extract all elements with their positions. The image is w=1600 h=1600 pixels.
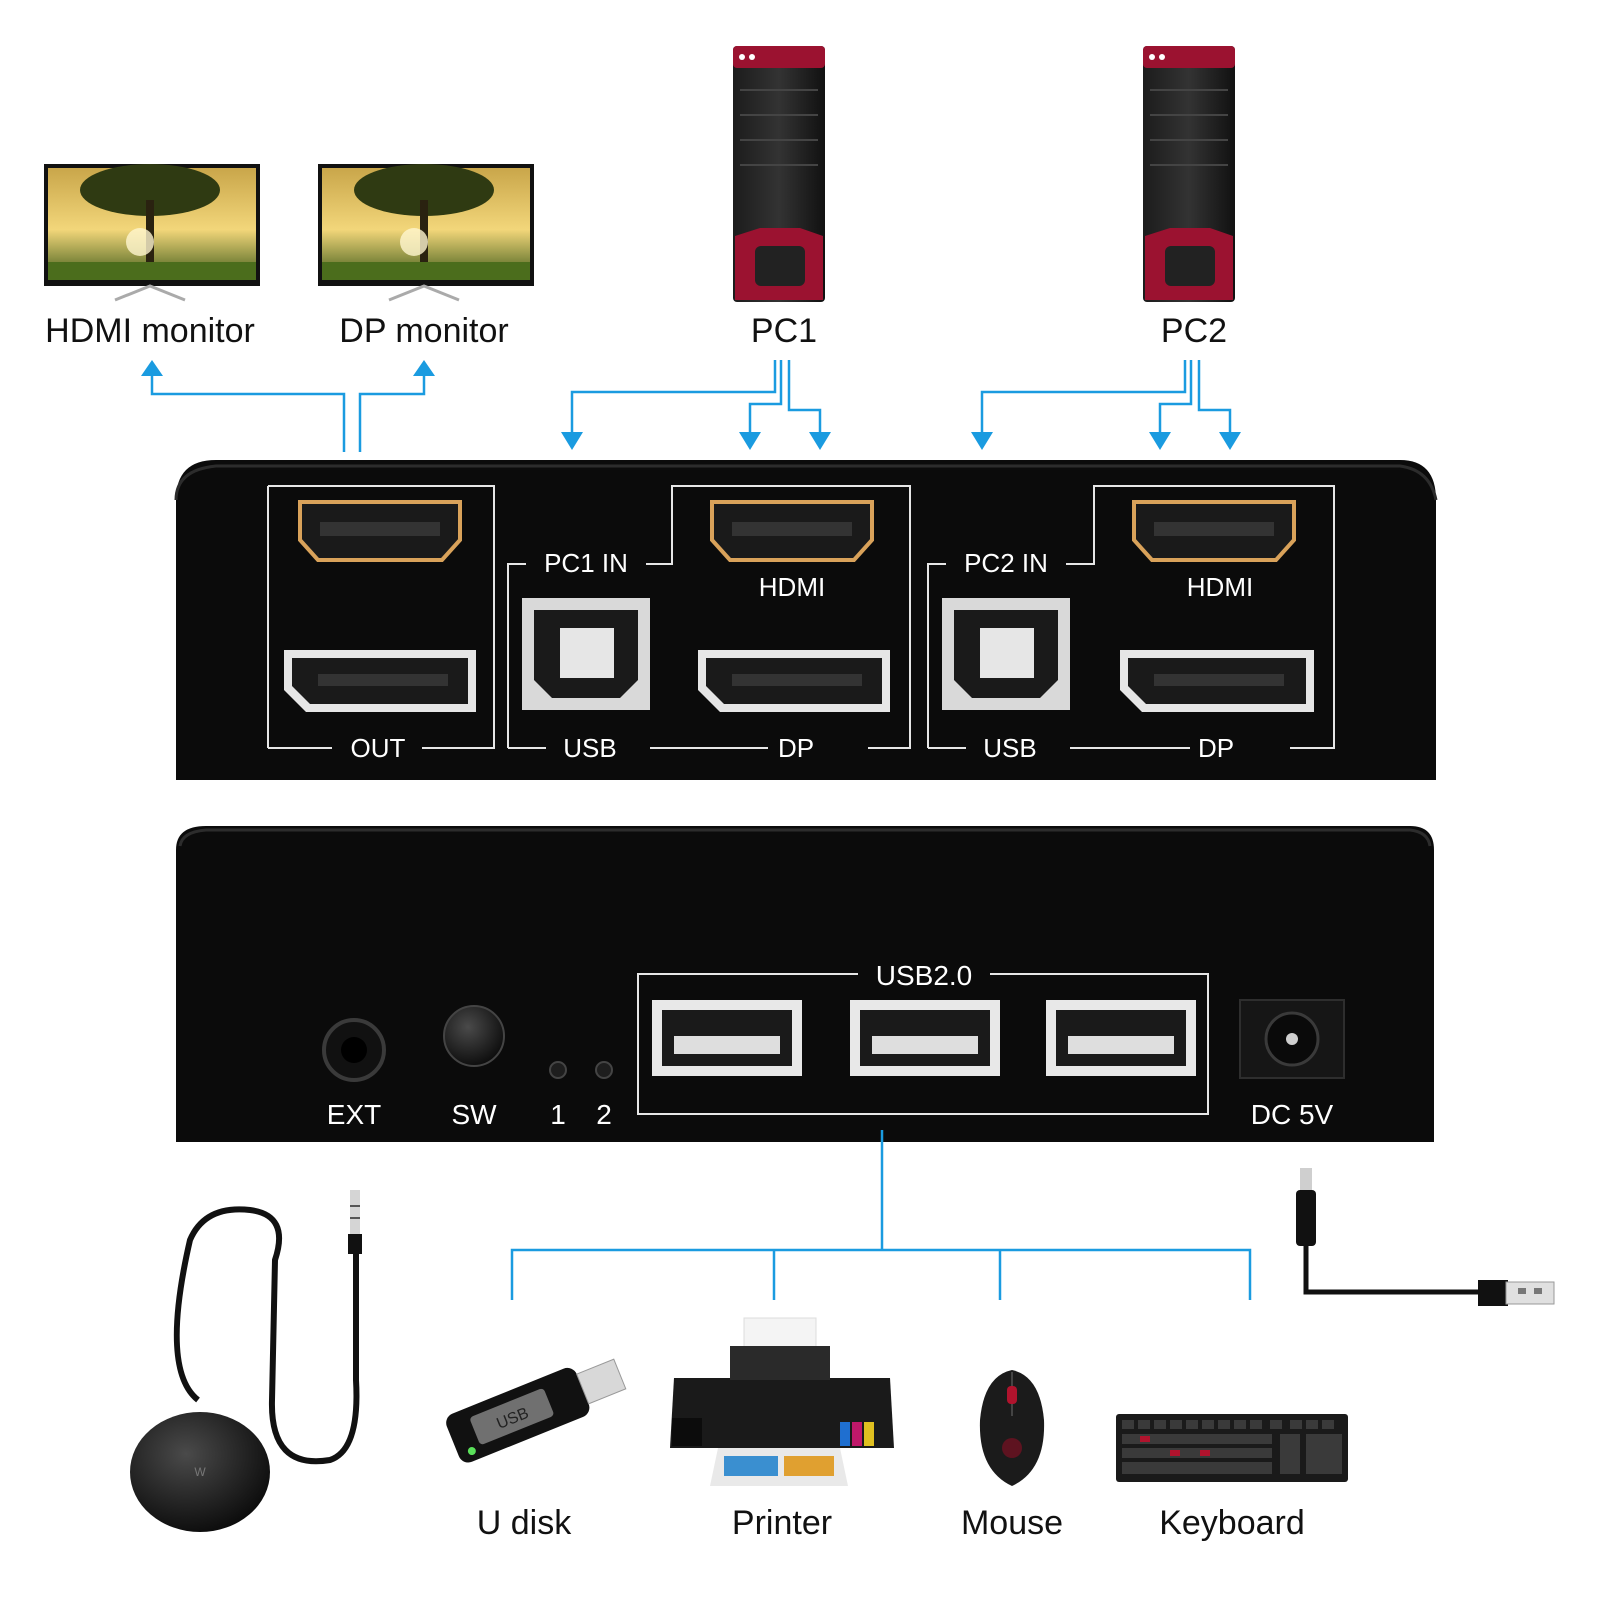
pc1-tower-icon bbox=[733, 46, 825, 302]
led-2-indicator bbox=[595, 1061, 613, 1079]
hdmi-monitor-icon bbox=[44, 164, 260, 302]
keyboard-label: Keyboard bbox=[1159, 1504, 1305, 1542]
dc-label: DC 5V bbox=[1251, 1099, 1334, 1130]
remote-switch-button-icon: W bbox=[130, 1190, 362, 1532]
printer-label: Printer bbox=[732, 1504, 832, 1542]
usb-a-port-3[interactable] bbox=[1046, 1000, 1196, 1076]
pc1-in-label: PC1 IN bbox=[544, 548, 628, 578]
u-disk-icon: USB bbox=[446, 1358, 627, 1463]
power-cable-icon bbox=[1296, 1168, 1555, 1306]
switch-button-mark: W bbox=[194, 1465, 206, 1479]
pc1-hdmi-label: HDMI bbox=[759, 572, 825, 602]
pc2-label: PC2 bbox=[1161, 312, 1227, 350]
printer-icon bbox=[670, 1317, 894, 1486]
pc2-hdmi-label: HDMI bbox=[1187, 572, 1253, 602]
pc2-usb-b-port[interactable] bbox=[942, 598, 1070, 710]
dc-power-jack[interactable] bbox=[1239, 999, 1345, 1079]
keyboard-icon bbox=[1116, 1414, 1348, 1482]
pc2-in-label: PC2 IN bbox=[964, 548, 1048, 578]
ext-jack-port[interactable] bbox=[322, 1018, 386, 1082]
kvm-rear-panel: OUT PC1 IN HDMI USB DP PC2 IN HDMI bbox=[174, 460, 1438, 780]
out-dp-port[interactable] bbox=[284, 650, 476, 712]
top-connection-arrows bbox=[141, 360, 1241, 452]
mouse-label: Mouse bbox=[961, 1504, 1063, 1542]
out-label: OUT bbox=[351, 733, 406, 763]
pc1-dp-port[interactable] bbox=[698, 650, 890, 712]
usb-a-port-2[interactable] bbox=[850, 1000, 1000, 1076]
usb-a-port-1[interactable] bbox=[652, 1000, 802, 1076]
pc1-usb-label: USB bbox=[563, 733, 616, 763]
dp-monitor-icon bbox=[318, 164, 534, 302]
pc1-usb-b-port[interactable] bbox=[522, 598, 650, 710]
pc2-tower-icon bbox=[1143, 46, 1235, 302]
sw-button[interactable] bbox=[443, 1005, 505, 1067]
mouse-icon bbox=[979, 1370, 1045, 1486]
pc1-hdmi-port[interactable] bbox=[710, 500, 874, 562]
led-1-label: 1 bbox=[550, 1099, 566, 1130]
usb2-label: USB2.0 bbox=[876, 960, 973, 991]
kvm-front-panel: EXT SW 1 2 USB2.0 D bbox=[176, 826, 1434, 1142]
pc2-usb-label: USB bbox=[983, 733, 1036, 763]
led-2-label: 2 bbox=[596, 1099, 612, 1130]
sw-label: SW bbox=[451, 1099, 497, 1130]
pc1-label: PC1 bbox=[751, 312, 817, 350]
out-hdmi-port[interactable] bbox=[298, 500, 462, 562]
pc2-dp-port[interactable] bbox=[1120, 650, 1314, 712]
dp-monitor-label: DP monitor bbox=[339, 312, 508, 350]
u-disk-label: U disk bbox=[477, 1504, 572, 1542]
led-1-indicator bbox=[549, 1061, 567, 1079]
ext-label: EXT bbox=[327, 1099, 381, 1130]
pc1-dp-label: DP bbox=[778, 733, 814, 763]
pc2-hdmi-port[interactable] bbox=[1132, 500, 1296, 562]
usb-peripheral-wires bbox=[510, 1130, 1252, 1300]
hdmi-monitor-label: HDMI monitor bbox=[45, 312, 255, 350]
pc2-dp-label: DP bbox=[1198, 733, 1234, 763]
